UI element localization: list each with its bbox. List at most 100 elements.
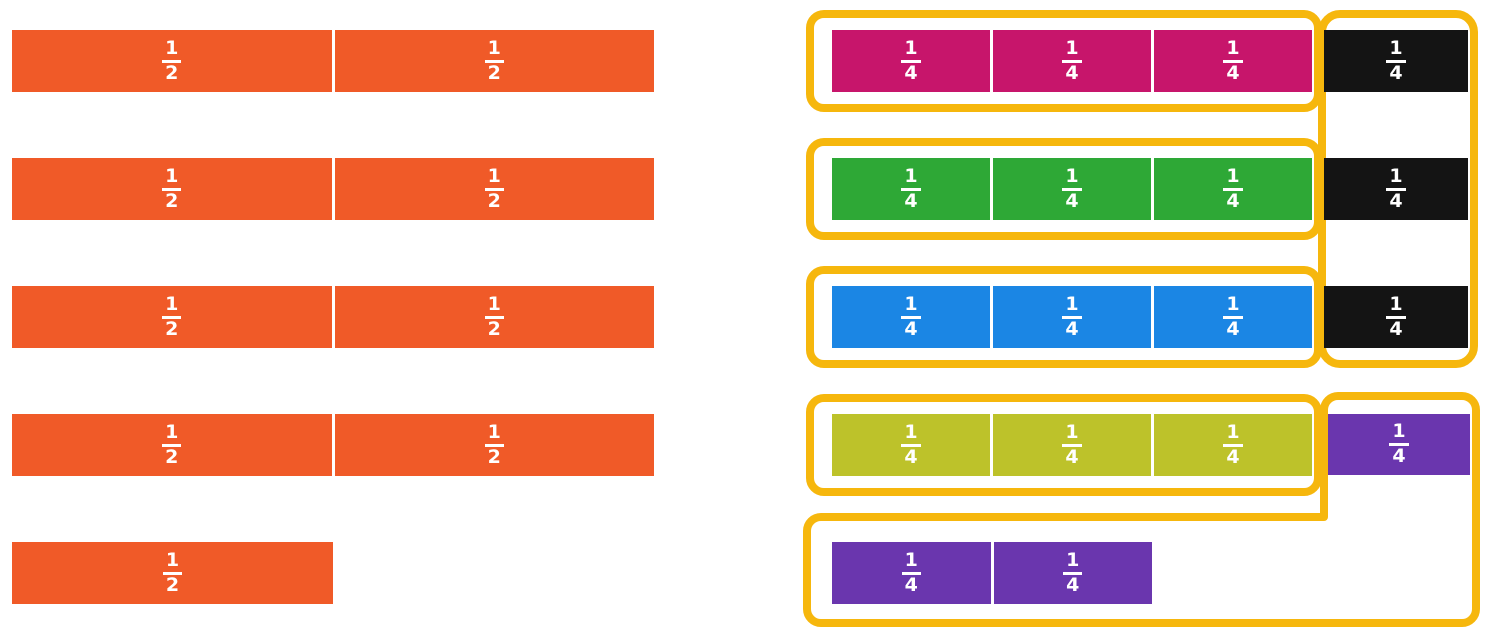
denominator: 4 bbox=[1066, 573, 1080, 596]
denominator: 4 bbox=[1065, 189, 1079, 212]
denominator: 2 bbox=[487, 189, 501, 212]
denominator: 4 bbox=[904, 189, 918, 212]
half-strip-row-5: 1 2 bbox=[12, 542, 333, 604]
half-strip-row-2: 1 2 1 2 bbox=[12, 158, 654, 220]
numerator: 1 bbox=[1063, 550, 1083, 575]
quarter-piece[interactable]: 1 4 bbox=[832, 286, 990, 348]
numerator: 1 bbox=[1223, 38, 1243, 63]
fraction-label: 1 4 bbox=[1062, 166, 1082, 212]
quarter-piece[interactable]: 1 4 bbox=[832, 542, 991, 604]
fraction-label: 1 2 bbox=[162, 38, 182, 84]
fraction-label: 1 4 bbox=[1386, 294, 1406, 340]
quarter-piece[interactable]: 1 4 bbox=[832, 158, 990, 220]
fraction-label: 1 2 bbox=[484, 294, 504, 340]
denominator: 4 bbox=[1226, 317, 1240, 340]
denominator: 2 bbox=[487, 445, 501, 468]
numerator: 1 bbox=[901, 294, 921, 319]
half-piece[interactable]: 1 2 bbox=[12, 286, 332, 348]
fraction-label: 1 4 bbox=[1062, 422, 1082, 468]
half-piece[interactable]: 1 2 bbox=[331, 158, 654, 220]
numerator: 1 bbox=[484, 422, 504, 447]
fraction-label: 1 4 bbox=[901, 422, 921, 468]
half-piece[interactable]: 1 2 bbox=[331, 286, 654, 348]
half-piece[interactable]: 1 2 bbox=[331, 30, 654, 92]
numerator: 1 bbox=[162, 166, 182, 191]
quarter-piece[interactable]: 1 4 bbox=[832, 30, 990, 92]
quarter-group-pink: 1 4 1 4 1 4 bbox=[832, 30, 1312, 92]
quarter-piece[interactable]: 1 4 bbox=[832, 414, 990, 476]
quarter-piece[interactable]: 1 4 bbox=[990, 542, 1152, 604]
quarter-black-row-1: 1 4 bbox=[1324, 30, 1468, 92]
quarter-piece[interactable]: 1 4 bbox=[990, 30, 1151, 92]
denominator: 4 bbox=[1392, 445, 1406, 467]
numerator: 1 bbox=[901, 38, 921, 63]
numerator: 1 bbox=[901, 550, 921, 575]
half-piece[interactable]: 1 2 bbox=[12, 158, 332, 220]
denominator: 4 bbox=[1065, 317, 1079, 340]
numerator: 1 bbox=[162, 422, 182, 447]
quarter-piece[interactable]: 1 4 bbox=[990, 158, 1151, 220]
denominator: 2 bbox=[165, 317, 179, 340]
denominator: 2 bbox=[487, 317, 501, 340]
quarter-black-row-2: 1 4 bbox=[1324, 158, 1468, 220]
denominator: 4 bbox=[1389, 189, 1403, 212]
numerator: 1 bbox=[162, 550, 183, 575]
denominator: 4 bbox=[1065, 61, 1079, 84]
denominator: 4 bbox=[904, 445, 918, 468]
quarter-purple-row-4: 1 4 bbox=[1328, 414, 1470, 475]
quarter-piece[interactable]: 1 4 bbox=[1151, 414, 1312, 476]
half-piece[interactable]: 1 2 bbox=[12, 414, 332, 476]
numerator: 1 bbox=[162, 294, 182, 319]
denominator: 2 bbox=[165, 573, 180, 596]
fraction-label: 1 4 bbox=[1386, 166, 1406, 212]
fraction-label: 1 2 bbox=[484, 422, 504, 468]
quarter-piece[interactable]: 1 4 bbox=[1324, 158, 1468, 220]
quarter-group-blue: 1 4 1 4 1 4 bbox=[832, 286, 1312, 348]
quarter-piece[interactable]: 1 4 bbox=[1324, 30, 1468, 92]
quarter-group-purple: 1 4 1 4 bbox=[832, 542, 1152, 604]
denominator: 4 bbox=[1389, 61, 1403, 84]
half-piece[interactable]: 1 2 bbox=[12, 542, 333, 604]
half-piece[interactable]: 1 2 bbox=[331, 414, 654, 476]
fraction-label: 1 4 bbox=[1223, 166, 1243, 212]
denominator: 4 bbox=[1065, 445, 1079, 468]
quarter-piece[interactable]: 1 4 bbox=[990, 414, 1151, 476]
numerator: 1 bbox=[901, 422, 921, 447]
numerator: 1 bbox=[1223, 422, 1243, 447]
quarter-group-green: 1 4 1 4 1 4 bbox=[832, 158, 1312, 220]
half-strip-row-4: 1 2 1 2 bbox=[12, 414, 654, 476]
quarter-piece[interactable]: 1 4 bbox=[1151, 158, 1312, 220]
numerator: 1 bbox=[1386, 166, 1406, 191]
quarter-piece[interactable]: 1 4 bbox=[1151, 30, 1312, 92]
denominator: 4 bbox=[1226, 189, 1240, 212]
denominator: 4 bbox=[1389, 317, 1403, 340]
fraction-label: 1 4 bbox=[1223, 422, 1243, 468]
numerator: 1 bbox=[1062, 294, 1082, 319]
half-strip-row-1: 1 2 1 2 bbox=[12, 30, 654, 92]
numerator: 1 bbox=[1223, 166, 1243, 191]
quarter-piece[interactable]: 1 4 bbox=[990, 286, 1151, 348]
denominator: 4 bbox=[1226, 61, 1240, 84]
fraction-label: 1 4 bbox=[901, 38, 921, 84]
fraction-label: 1 4 bbox=[901, 550, 921, 596]
fraction-label: 1 4 bbox=[1063, 550, 1083, 596]
denominator: 4 bbox=[904, 573, 918, 596]
denominator: 4 bbox=[904, 317, 918, 340]
quarter-piece[interactable]: 1 4 bbox=[1151, 286, 1312, 348]
fraction-label: 1 4 bbox=[1223, 294, 1243, 340]
fraction-label: 1 4 bbox=[1062, 38, 1082, 84]
fraction-label: 1 4 bbox=[1386, 38, 1406, 84]
numerator: 1 bbox=[901, 166, 921, 191]
quarter-piece[interactable]: 1 4 bbox=[1324, 286, 1468, 348]
numerator: 1 bbox=[1062, 422, 1082, 447]
quarter-piece[interactable]: 1 4 bbox=[1328, 414, 1470, 475]
quarter-group-olive: 1 4 1 4 1 4 bbox=[832, 414, 1312, 476]
fraction-label: 1 2 bbox=[484, 38, 504, 84]
denominator: 2 bbox=[165, 61, 179, 84]
denominator: 2 bbox=[165, 189, 179, 212]
numerator: 1 bbox=[484, 166, 504, 191]
half-piece[interactable]: 1 2 bbox=[12, 30, 332, 92]
numerator: 1 bbox=[484, 294, 504, 319]
numerator: 1 bbox=[1223, 294, 1243, 319]
